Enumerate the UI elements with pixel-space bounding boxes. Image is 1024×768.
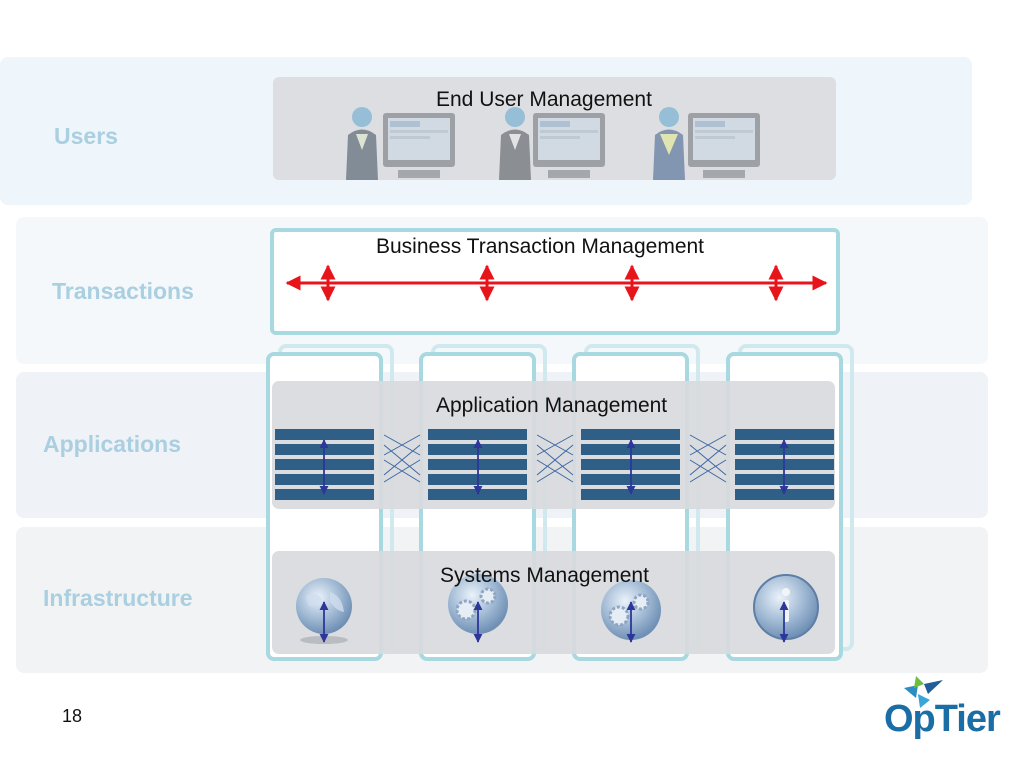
user-figure-icon: [499, 107, 531, 180]
optier-logo: OpTier: [884, 698, 1001, 740]
systems-management-panel: [272, 551, 835, 654]
monitor-icon: [533, 113, 605, 178]
applications-layer-label: Applications: [43, 431, 182, 457]
systems-management-title: Systems Management: [440, 564, 649, 587]
application-management-title: Application Management: [436, 394, 668, 417]
monitor-icon: [688, 113, 760, 178]
transactions-layer-label: Transactions: [52, 278, 194, 304]
monitor-icon: [383, 113, 455, 178]
end-user-management-panel: [273, 77, 836, 180]
cross-connection-lines: [383, 434, 727, 483]
infrastructure-layer-label: Infrastructure: [43, 585, 193, 611]
users-layer-label: Users: [54, 123, 118, 149]
page-number: 18: [62, 706, 83, 726]
user-figure-icon: [653, 107, 685, 180]
business-transaction-management-panel: [270, 228, 840, 335]
optier-logo-star-icon: [904, 676, 943, 708]
application-management-panel: [272, 381, 835, 509]
info-globe-icon: [753, 574, 819, 640]
business-transaction-management-title: Business Transaction Management: [376, 235, 705, 258]
end-user-management-title: End User Management: [436, 88, 652, 111]
user-figure-icon: [346, 107, 378, 180]
